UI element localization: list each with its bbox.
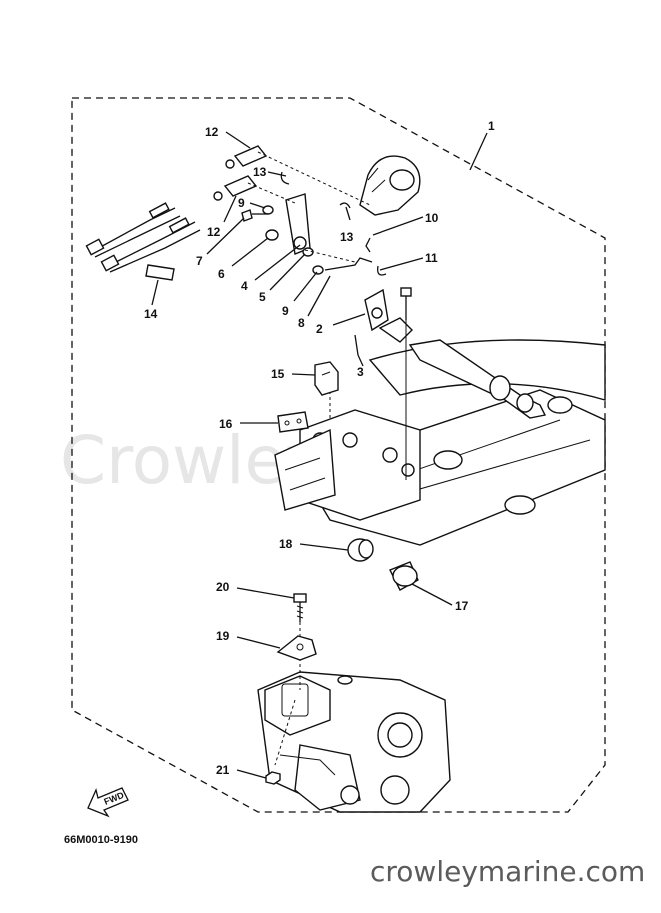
callout-9-lower: 9 [282,304,289,318]
bracket-15-illustration [314,361,339,396]
plate-16-illustration [277,411,309,433]
fwd-arrow-icon: FWD [87,787,129,818]
callout-17: 17 [455,599,469,613]
nut-21-illustration [265,771,281,785]
callout-12-upper: 12 [205,125,219,139]
callout-8: 8 [298,316,305,330]
callout-11: 11 [425,251,438,265]
callout-18: 18 [279,537,293,551]
lower-bracket-illustration [257,339,606,813]
callout-19: 19 [216,629,230,643]
callout-10: 10 [425,211,439,225]
callout-9-upper: 9 [238,196,245,210]
callout-14: 14 [144,307,158,321]
callout-13-right: 13 [340,230,354,244]
callout-3: 3 [357,365,364,379]
callout-4: 4 [241,279,248,293]
cable-assembly-illustration [85,145,324,281]
callout-2: 2 [316,322,323,336]
callout-leaders [151,131,488,779]
callout-6: 6 [218,267,225,281]
callout-13-left: 13 [253,165,267,179]
watermark-site: crowleymarine.com [370,855,645,888]
callout-21: 21 [216,763,230,777]
throttle-arm-illustration [280,155,547,480]
leader-dashes [247,151,371,766]
callout-1: 1 [488,119,495,133]
assembly-boundary [71,97,606,813]
drawing-code: 66M0010-9190 [64,834,138,846]
callout-12-lower: 12 [207,225,221,239]
callout-labels: 1 2 3 4 5 6 7 8 9 9 10 11 12 12 13 13 14… [144,119,495,777]
callout-15: 15 [271,367,285,381]
plate-19-illustration [276,635,317,661]
grommet-17-illustration [389,561,419,591]
grommet-18-illustration [347,538,374,562]
callout-7: 7 [196,254,203,268]
callout-16: 16 [219,417,233,431]
callout-20: 20 [216,580,230,594]
bolt-20-illustration [293,593,307,622]
callout-5: 5 [259,290,266,304]
